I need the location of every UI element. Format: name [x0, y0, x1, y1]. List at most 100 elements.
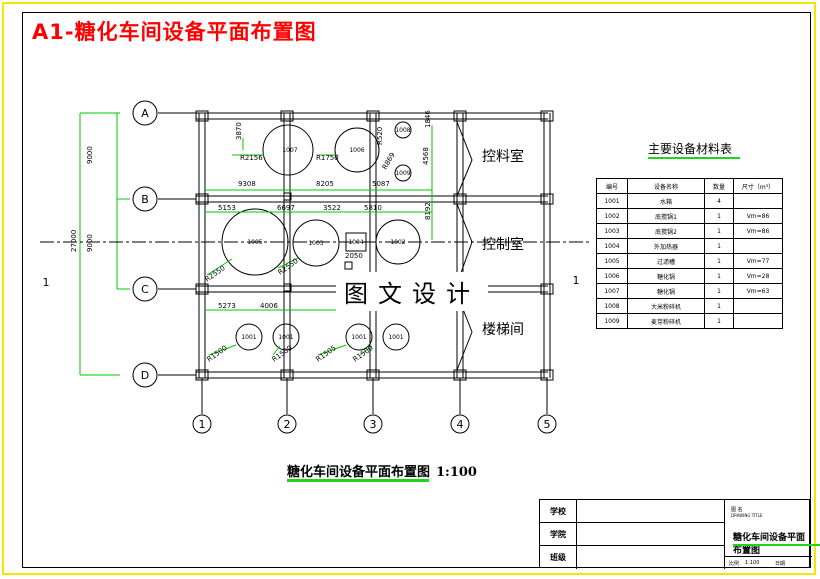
radius-label: R1750 [316, 154, 339, 162]
axis-col-label: 4 [457, 418, 464, 431]
table-cell: 1 [704, 238, 734, 254]
table-cell: Vm=28 [733, 268, 783, 284]
table-cell: 1 [704, 268, 734, 284]
table-cell: 1005 [596, 253, 628, 269]
radius-label: R520 [376, 127, 384, 145]
drawing-title-label: 图 名 [731, 507, 743, 513]
table-header-row: 编号 设备名称 数量 尺寸（m³） [596, 178, 783, 194]
equipment-tag: 1007 [282, 147, 297, 154]
radius-label: R1500 [352, 344, 375, 364]
equipment-tag: 1004 [348, 239, 363, 246]
table-cell: Vm=86 [733, 223, 783, 239]
table-cell: 1 [704, 313, 734, 329]
table-cell: 1001 [596, 193, 628, 209]
axis-col-label: 3 [370, 418, 377, 431]
table-cell: 1 [704, 298, 734, 314]
table-cell: 麦芽粉碎机 [627, 313, 705, 329]
table-cell [733, 193, 783, 209]
misc-dimension: 2050 [345, 252, 363, 260]
equipment-table-title: 主要设备材料表 [648, 142, 733, 156]
table-cell: Vm=77 [733, 253, 783, 269]
drawing-name-underline [733, 544, 820, 546]
drawing-scale: 1:100 [436, 465, 477, 480]
axis-row-label: B [141, 193, 149, 206]
table-cell: 1 [704, 208, 734, 224]
radius-label: R2550 [204, 264, 227, 284]
dim-vert: 3870 [235, 122, 243, 140]
equipment-tag: 1001 [388, 334, 403, 341]
axis-col-label: 2 [284, 418, 291, 431]
equipment-tag: 1001 [278, 334, 293, 341]
section-mark-left: 1 [43, 276, 50, 289]
room-label: 控制室 [482, 236, 524, 253]
axis-col-label: 5 [544, 418, 551, 431]
table-cell: 1002 [596, 208, 628, 224]
dim-row1: 9308 [238, 180, 256, 188]
room-label: 控料室 [482, 148, 524, 165]
watermark-text: 图文设计 [336, 272, 488, 311]
table-cell: 1004 [596, 238, 628, 254]
title-block-label: 学院 [540, 523, 577, 546]
axis-col-label: 1 [199, 418, 206, 431]
table-cell: 外加热器 [627, 238, 705, 254]
axis-row-label: C [141, 283, 149, 296]
title-block-field [577, 500, 724, 523]
table-cell: 糖化锅 [627, 283, 705, 299]
equipment-tag: 1005 [247, 239, 262, 246]
scale-label: 比例 [729, 561, 740, 567]
caption-underline [287, 479, 429, 482]
dim-vert: 4568 [422, 147, 430, 165]
dim-row3: 4006 [260, 302, 278, 310]
scale-row: 比例 1:100 日期 [725, 556, 812, 570]
equipment-tag: 1002 [390, 239, 405, 246]
table-cell [733, 238, 783, 254]
table-cell [733, 313, 783, 329]
table-cell: 1007 [596, 283, 628, 299]
equipment-tag: 1003 [308, 240, 323, 247]
axis-row-label: D [141, 369, 149, 382]
equipment-tag: 1001 [241, 334, 256, 341]
dim-row2: 3522 [323, 204, 341, 212]
radius-label: R2156 [240, 154, 263, 162]
table-cell: 1008 [596, 298, 628, 314]
table-header: 编号 [596, 178, 628, 194]
table-cell: 底搅锅1 [627, 208, 705, 224]
radius-label: R869 [381, 151, 397, 171]
table-cell: 水箱 [627, 193, 705, 209]
dim-left: 9000 [86, 146, 94, 164]
table-cell: 1009 [596, 313, 628, 329]
equipment-tag: 1008 [395, 127, 410, 134]
table-header: 尺寸（m³） [733, 178, 783, 194]
table-cell: Vm=63 [733, 283, 783, 299]
table-cell: 糖化锅 [627, 268, 705, 284]
dim-row2: 5153 [218, 204, 236, 212]
axis-row-label: A [141, 107, 149, 120]
section-mark-right: 1 [573, 274, 580, 287]
date-label: 日期 [775, 561, 786, 567]
drawing-title-en: DRAWING TITLE [731, 513, 763, 518]
title-block-field [577, 546, 724, 569]
dim-row3: 5273 [218, 302, 236, 310]
inner-border [22, 12, 811, 568]
table-cell: 1 [704, 223, 734, 239]
table-cell: 过滤槽 [627, 253, 705, 269]
dim-row1: 8205 [316, 180, 334, 188]
equipment-tag: 1006 [349, 147, 364, 154]
table-cell: 底搅锅2 [627, 223, 705, 239]
equipment-tag: 1009 [395, 170, 410, 177]
dim-row2: 5810 [364, 204, 382, 212]
title-block-label: 班级 [540, 546, 577, 569]
dim-left: 27000 [70, 230, 78, 252]
title-block-drawing-info: 图 名 DRAWING TITLE 糖化车间设备平面布置图 比例 1:100 日… [724, 500, 820, 570]
